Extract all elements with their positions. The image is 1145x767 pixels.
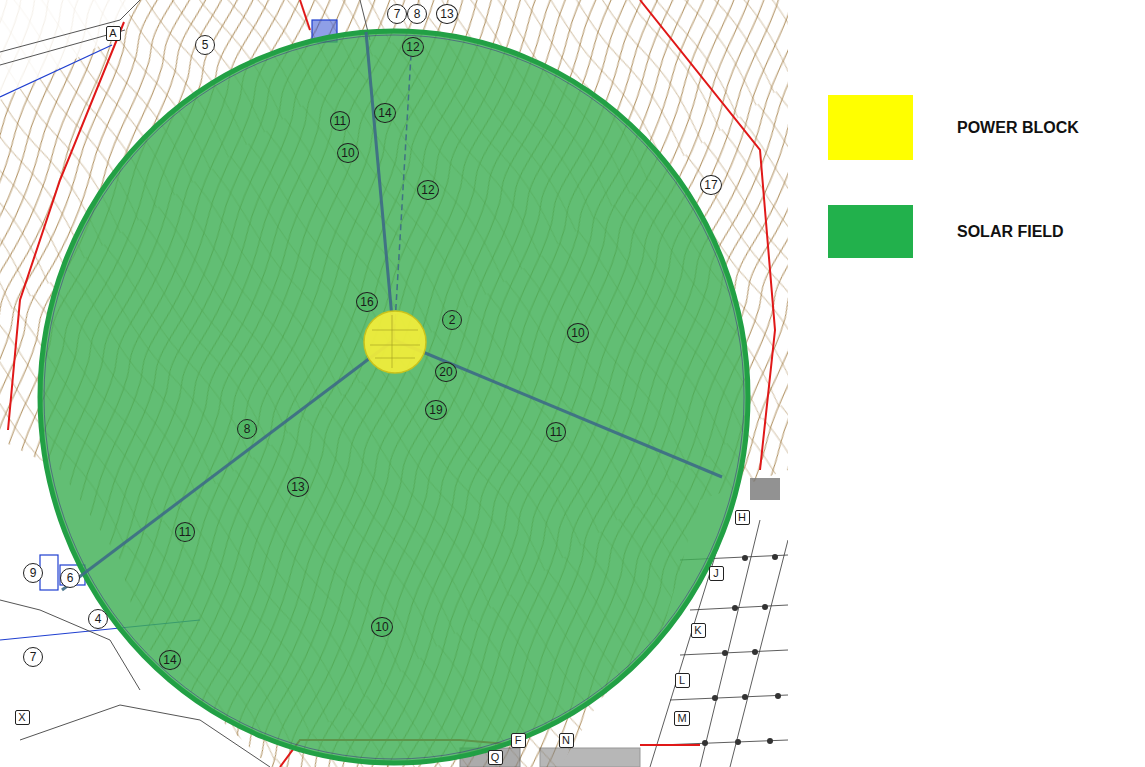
power-block-area bbox=[364, 311, 426, 373]
callout-number: 4 bbox=[88, 609, 108, 629]
callout-number: 13 bbox=[436, 4, 457, 24]
callout-number: 10 bbox=[337, 143, 358, 163]
grid-letter: N bbox=[559, 733, 574, 748]
grid-letter: X bbox=[15, 710, 30, 725]
grid-letter: Q bbox=[488, 750, 503, 765]
callout-number: 9 bbox=[23, 563, 43, 583]
callout-number: 2 bbox=[442, 310, 462, 330]
callout-number: 6 bbox=[60, 568, 80, 588]
callout-number: 14 bbox=[374, 103, 395, 123]
legend-swatch bbox=[828, 95, 913, 160]
callout-number: 19 bbox=[425, 400, 446, 420]
callout-number: 7 bbox=[387, 4, 407, 24]
solar-field-area bbox=[40, 31, 748, 763]
callout-number: 12 bbox=[402, 37, 423, 57]
grid-letter: L bbox=[675, 673, 690, 688]
callout-number: 11 bbox=[330, 111, 350, 131]
grid-letter: M bbox=[674, 711, 689, 726]
grid-letter: F bbox=[511, 733, 526, 748]
grid-letter: H bbox=[735, 510, 750, 525]
legend-swatch bbox=[828, 205, 913, 258]
legend-text: POWER BLOCK bbox=[957, 119, 1079, 137]
callout-number: 17 bbox=[700, 175, 721, 195]
callout-number: 8 bbox=[237, 419, 257, 439]
callout-number: 20 bbox=[435, 362, 456, 382]
callout-number: 11 bbox=[546, 422, 566, 442]
callout-number: 10 bbox=[567, 323, 588, 343]
callout-number: 13 bbox=[287, 477, 308, 497]
callout-number: 12 bbox=[417, 180, 438, 200]
callout-number: 11 bbox=[175, 522, 195, 542]
grid-letter: J bbox=[709, 566, 724, 581]
callout-number: 7 bbox=[23, 647, 43, 667]
grid-letter: A bbox=[106, 26, 121, 41]
legend-text: SOLAR FIELD bbox=[957, 223, 1064, 241]
grid-letter: K bbox=[691, 623, 706, 638]
callout-number: 5 bbox=[195, 35, 215, 55]
callout-number: 14 bbox=[159, 650, 180, 670]
callout-number: 10 bbox=[371, 617, 392, 637]
callout-number: 16 bbox=[356, 292, 377, 312]
callout-number: 8 bbox=[407, 4, 427, 24]
